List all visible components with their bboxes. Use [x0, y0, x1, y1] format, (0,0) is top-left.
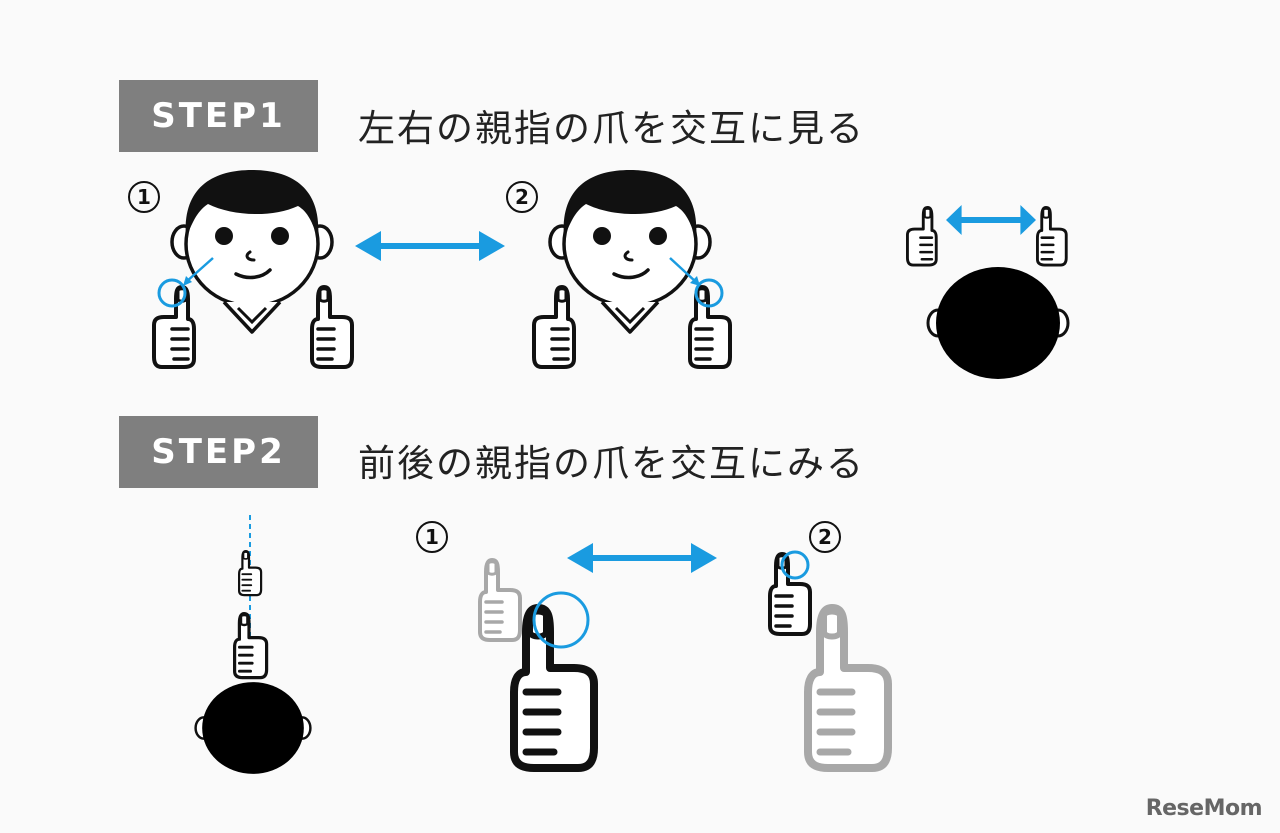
step1-figure1-number: 1	[128, 181, 160, 213]
step1-badge: STEP1	[119, 80, 318, 152]
step2-heading: 前後の親指の爪を交互にみる	[358, 442, 865, 485]
step1-heading: 左右の親指の爪を交互に見る	[358, 107, 865, 150]
step2-figure2-number: 2	[809, 521, 841, 553]
step2-figure1-number: 1	[416, 521, 448, 553]
step1-figure2-number: 2	[506, 181, 538, 213]
step2-badge: STEP2	[119, 416, 318, 488]
resemom-logo: ReseMom	[1145, 796, 1263, 821]
